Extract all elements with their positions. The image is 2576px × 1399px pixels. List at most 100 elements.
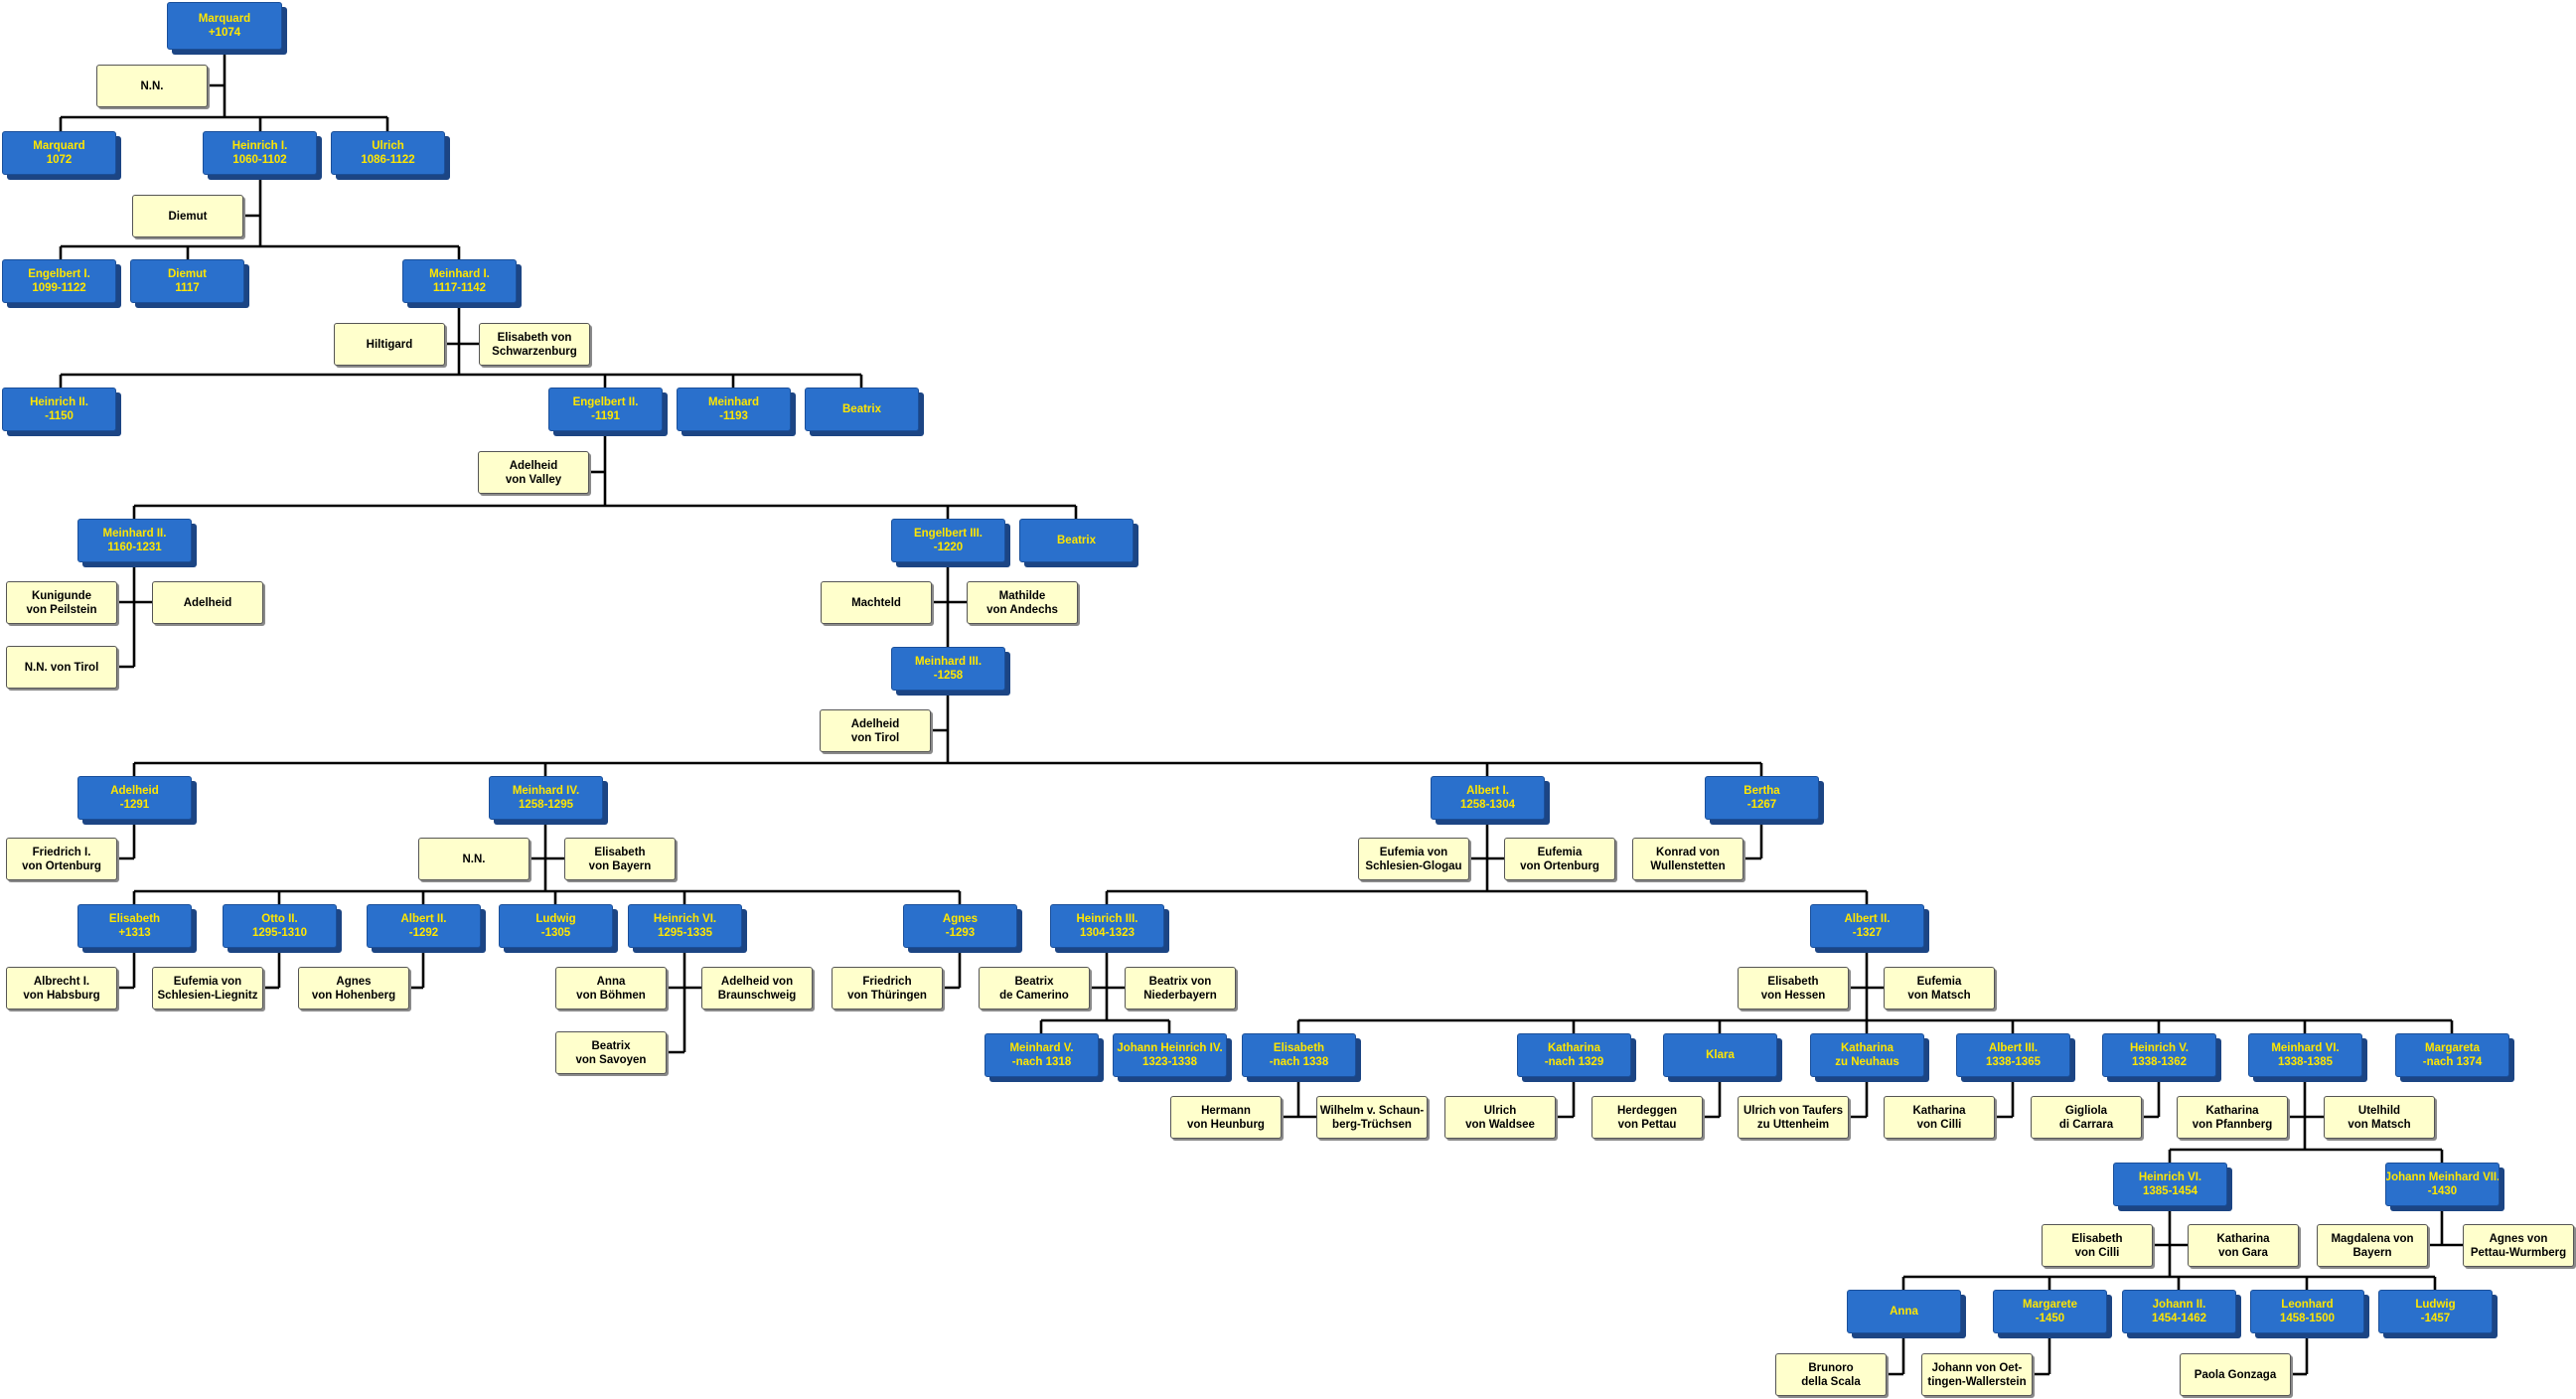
node-label: 1295-1335 [658, 927, 712, 939]
node-label: -1430 [2427, 1185, 2458, 1197]
node-label: von Savoyen [575, 1053, 647, 1066]
node-label: Wullenstetten [1650, 859, 1726, 872]
node-label: -1292 [408, 927, 439, 939]
node-label: Albert II. [400, 913, 447, 925]
spouse-node-albrecht-habs: Albrecht I.von Habsburg [6, 967, 117, 1010]
node-label: von Matsch [1907, 989, 1971, 1002]
node-label: 1086-1122 [361, 154, 415, 166]
node-label: Konrad von [1656, 846, 1720, 858]
node-label: 1304-1323 [1080, 927, 1135, 939]
node-label: Marquard [198, 13, 251, 25]
node-label: -1193 [719, 410, 748, 422]
node-label: 1160-1231 [107, 542, 162, 553]
node-label: von Pfannberg [2192, 1118, 2273, 1131]
person-node-elisabeth-1313: Elisabeth+1313 [77, 904, 192, 948]
node-label: von Ortenburg [1520, 859, 1599, 872]
node-label: von Hessen [1760, 989, 1826, 1002]
person-node-heinrich-5: Heinrich V.1338-1362 [2102, 1033, 2216, 1077]
node-label: Beatrix [591, 1039, 631, 1052]
node-label: Anna [1890, 1306, 1918, 1318]
node-label: -1267 [1746, 799, 1777, 811]
node-label: Elisabeth [594, 846, 646, 858]
node-label: Elisabeth [1767, 975, 1819, 988]
node-label: -1457 [2420, 1313, 2451, 1324]
node-label: Engelbert III. [913, 528, 983, 540]
person-node-agnes-1293: Agnes -1293 [903, 904, 1017, 948]
node-label: Ulrich [1483, 1104, 1517, 1117]
spouse-node-diemut-sp: Diemut [132, 195, 243, 237]
node-label: -nach 1329 [1544, 1056, 1604, 1068]
node-label: von Cilli [1916, 1118, 1962, 1131]
node-label: Magdalena von [2331, 1232, 2414, 1245]
node-label: Elisabeth [108, 913, 161, 925]
node-label: Albert I. [1466, 785, 1509, 797]
spouse-node-nn-2: N.N. [418, 838, 530, 880]
person-node-otto-2: Otto II.1295-1310 [223, 904, 337, 948]
node-label: zu Neuhaus [1835, 1056, 1899, 1068]
node-label: Marquard [33, 140, 85, 152]
node-label: Diemut [168, 268, 207, 280]
node-label: Engelbert I. [28, 268, 90, 280]
node-label: Machteld [851, 596, 901, 609]
node-label: Johann Meinhard VII. [2385, 1171, 2500, 1183]
person-node-beatrix-1: Beatrix [805, 388, 919, 431]
node-label: Beatrix [842, 403, 881, 415]
node-label: Elisabeth [2071, 1232, 2123, 1245]
node-label: Bertha [1743, 785, 1780, 797]
node-label: Brunoro [1808, 1361, 1854, 1374]
node-label: von Heunburg [1187, 1118, 1265, 1131]
node-label: Agnes [336, 975, 372, 988]
node-label: Heinrich VI. [2138, 1171, 2202, 1183]
node-label: Agnes [942, 913, 979, 925]
person-node-heinrich-6b: Heinrich VI. 1385-1454 [2113, 1163, 2227, 1206]
node-label: Kunigunde [31, 589, 92, 602]
node-label: -1291 [119, 799, 150, 811]
node-label: Katharina [1547, 1042, 1601, 1054]
node-label: Adelheid [850, 717, 900, 730]
node-label: Katharina [2216, 1232, 2270, 1245]
node-label: -1293 [945, 927, 976, 939]
node-label: Schlesien-Liegnitz [157, 989, 258, 1002]
node-label: tingen-Wallerstein [1927, 1375, 2027, 1388]
person-node-albert-2-1292: Albert II. -1292 [367, 904, 481, 948]
node-label: -1220 [933, 542, 964, 553]
node-label: 1385-1454 [2143, 1185, 2197, 1197]
person-node-klara: Klara [1663, 1033, 1777, 1077]
node-label: Ulrich [372, 140, 404, 152]
node-label: Beatrix [1014, 975, 1054, 988]
node-label: Engelbert II. [572, 396, 639, 408]
node-label: Johann Heinrich IV. [1117, 1042, 1223, 1054]
node-label: Elisabeth [1273, 1042, 1325, 1054]
node-label: von Tirol [850, 731, 900, 744]
person-node-albert-3: Albert III.1338-1365 [1956, 1033, 2070, 1077]
node-label: von Habsburg [23, 989, 100, 1002]
node-label: 1117-1142 [432, 282, 487, 294]
node-label: de Camerino [999, 989, 1069, 1002]
node-label: Katharina [2205, 1104, 2259, 1117]
node-label: +1074 [208, 27, 241, 39]
node-label: von Bayern [588, 859, 652, 872]
node-label: Albrecht I. [33, 975, 90, 988]
person-node-ulrich: Ulrich 1086-1122 [331, 131, 445, 175]
node-label: Agnes von [2489, 1232, 2548, 1245]
node-label: Friedrich I. [32, 846, 91, 858]
node-label: Utelhild [2357, 1104, 2401, 1117]
node-label: -1450 [2035, 1313, 2065, 1324]
node-label: Pettau-Wurmberg [2470, 1246, 2567, 1259]
node-label: Meinhard I. [429, 268, 490, 280]
node-label: Herdeggen [1616, 1104, 1678, 1117]
node-label: Heinrich II. [30, 396, 88, 408]
person-node-meinhard-3: Meinhard III.-1258 [891, 647, 1005, 691]
node-label: -1305 [540, 927, 571, 939]
spouse-node-nn-tirol: N.N. von Tirol [6, 646, 117, 689]
